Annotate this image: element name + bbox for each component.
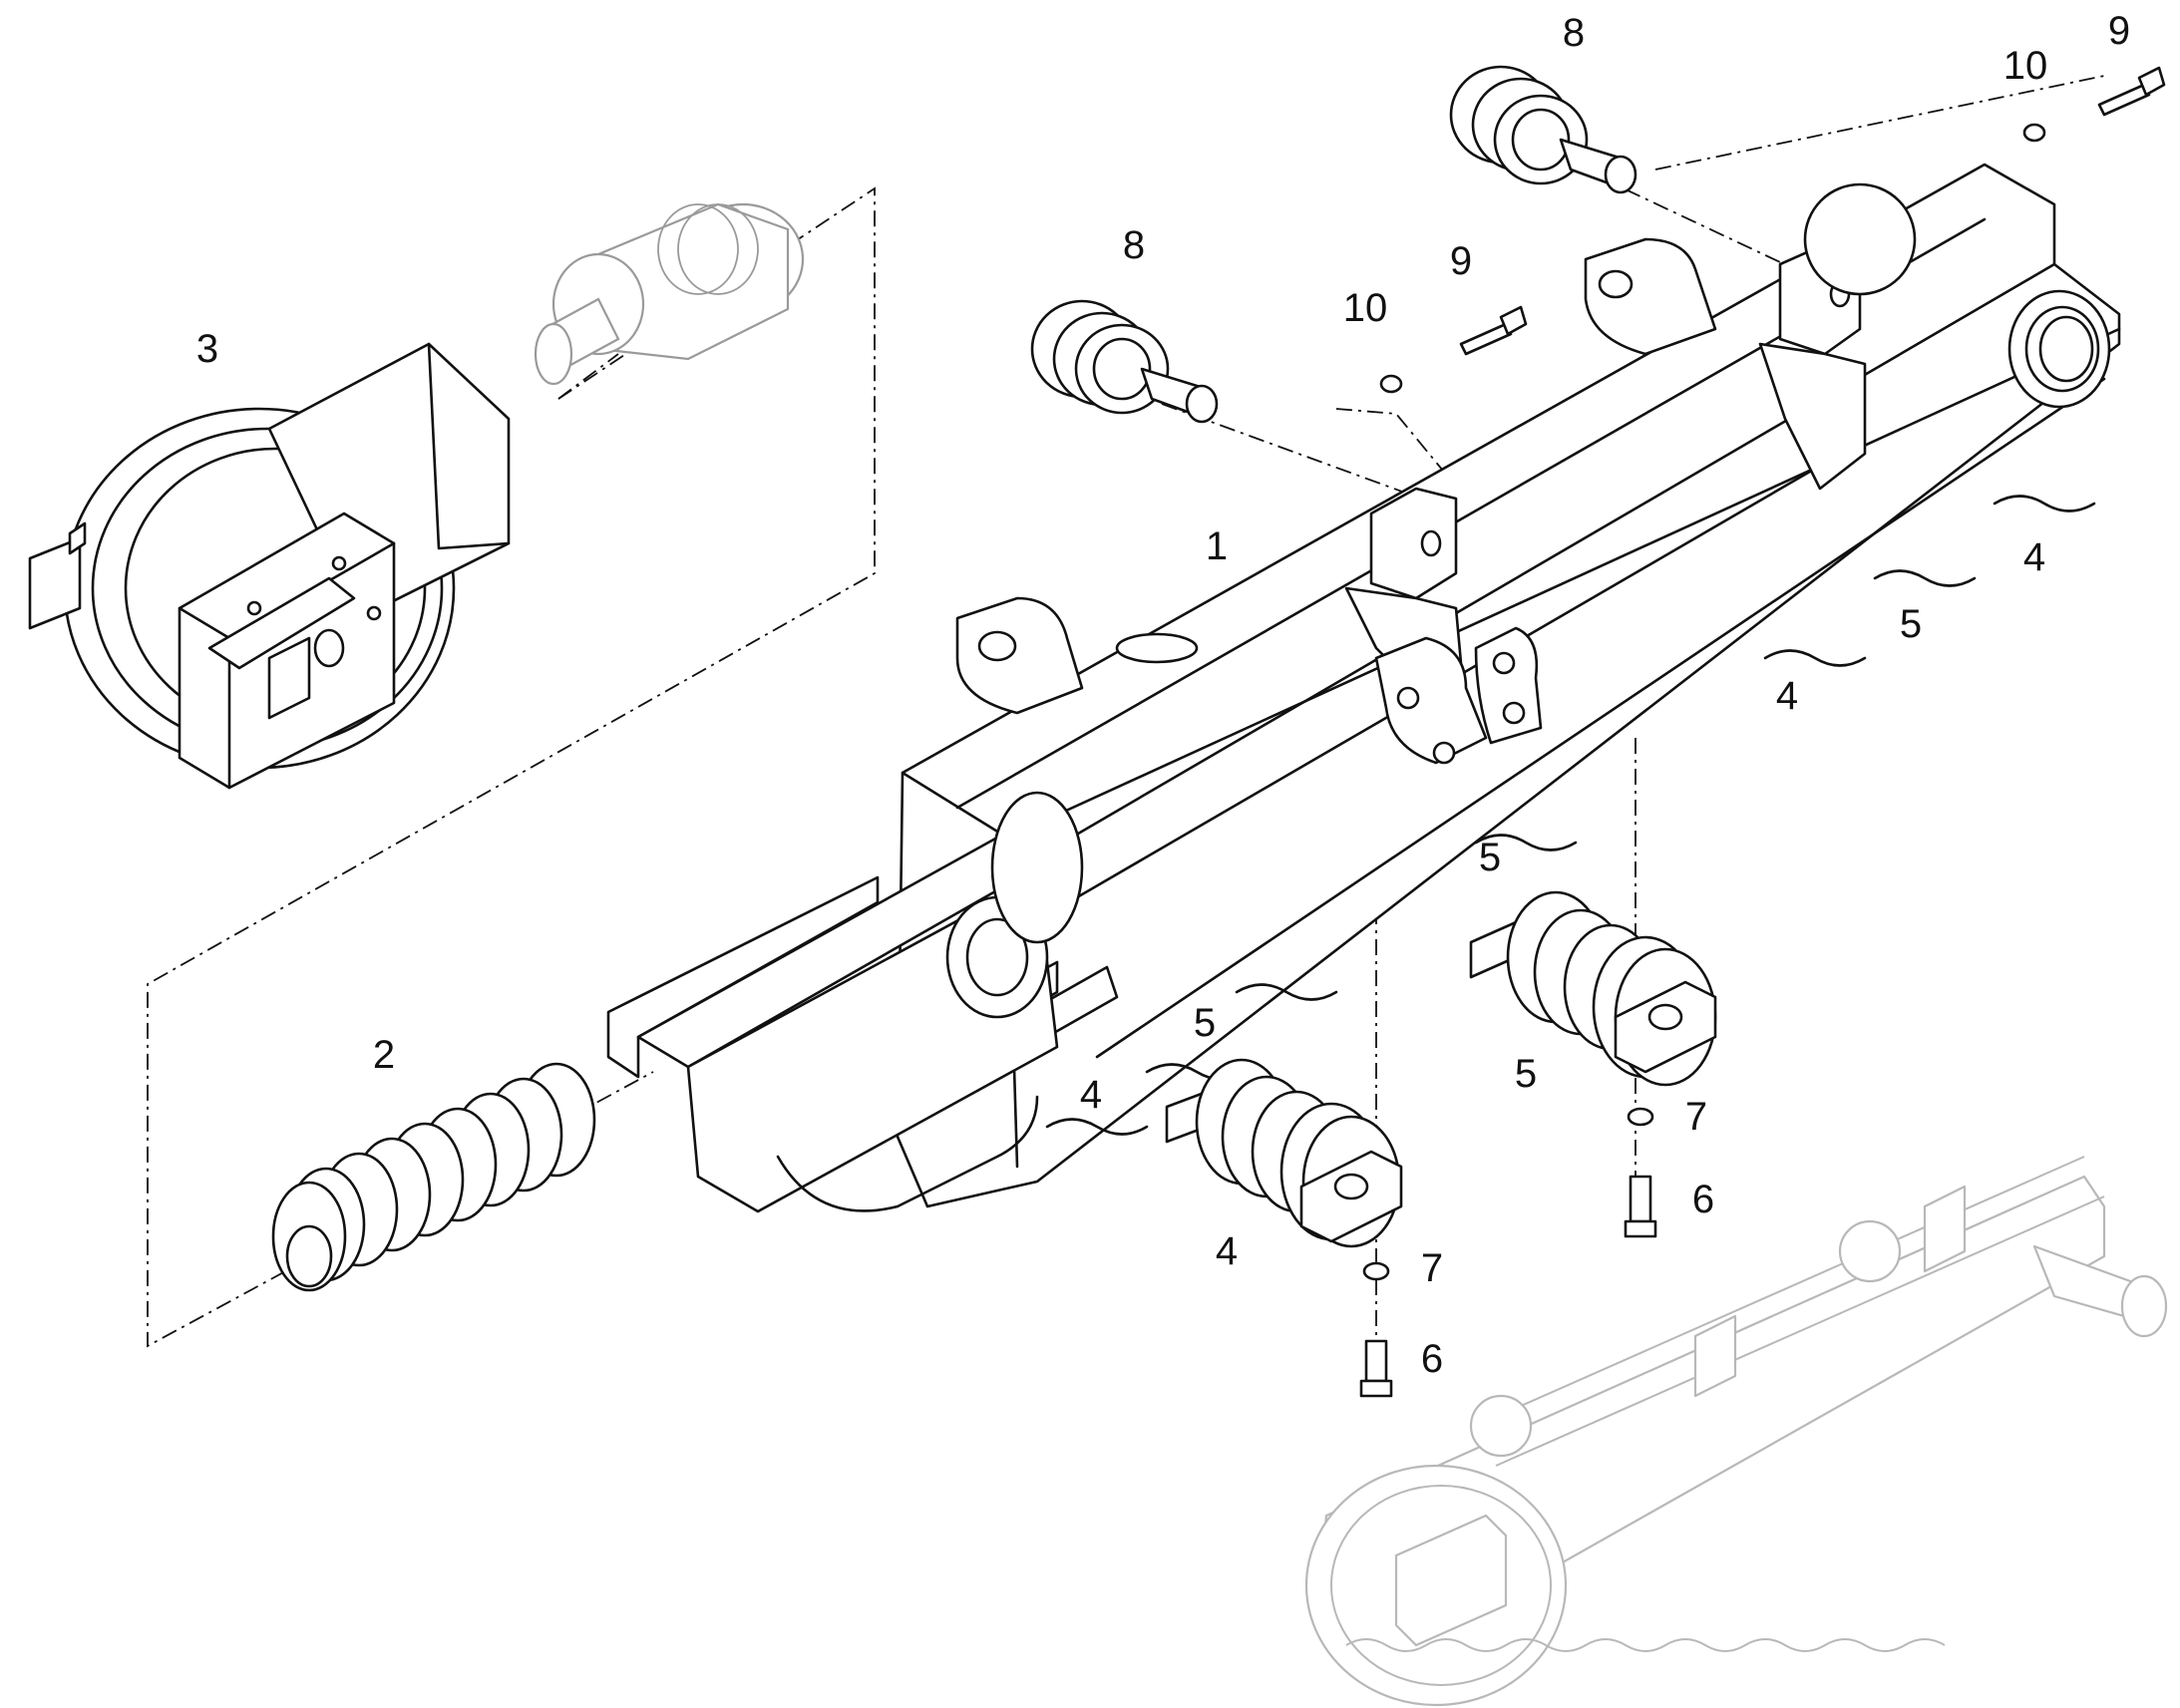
carrier-roller-rear [1449, 65, 1637, 194]
callout-7-lower: 7 [1420, 1246, 1444, 1290]
callout-5-front: 5 [1193, 1001, 1217, 1045]
callout-10-front: 10 [1342, 286, 1388, 330]
callout-4-roller: 4 [1215, 1229, 1239, 1273]
callout-2: 2 [372, 1033, 396, 1077]
assembly-lines [147, 74, 2110, 1391]
callout-8-rear: 8 [1562, 11, 1586, 55]
callout-5-rear: 5 [1899, 602, 1923, 646]
callout-10-rear: 10 [2002, 44, 2048, 88]
track-roller-lower [1165, 1058, 1403, 1248]
track-frame [606, 163, 2121, 1213]
callout-5-roller: 5 [1514, 1052, 1538, 1096]
callout-9-rear: 9 [2107, 9, 2131, 53]
callout-4-mid: 4 [1775, 674, 1799, 718]
idler-assembly [28, 202, 805, 790]
reference-thumbnail [1304, 1156, 2168, 1707]
recoil-spring [271, 1062, 596, 1292]
callout-6-upper: 6 [1691, 1178, 1715, 1221]
callout-4-front: 4 [1079, 1073, 1103, 1117]
carrier-roller-front [1030, 299, 1219, 424]
callout-8-front: 8 [1122, 223, 1146, 267]
lower-bolts [1359, 1107, 1657, 1398]
callout-3: 3 [195, 327, 219, 371]
callout-7-upper: 7 [1684, 1095, 1708, 1139]
top-bolts [1379, 66, 2166, 394]
callout-4-rear: 4 [2022, 535, 2046, 579]
track-roller-upper [1469, 890, 1717, 1087]
callout-1: 1 [1205, 524, 1229, 568]
callout-6-lower: 6 [1420, 1337, 1444, 1381]
callout-5-mid: 5 [1478, 836, 1502, 879]
callout-9-front: 9 [1449, 239, 1473, 283]
